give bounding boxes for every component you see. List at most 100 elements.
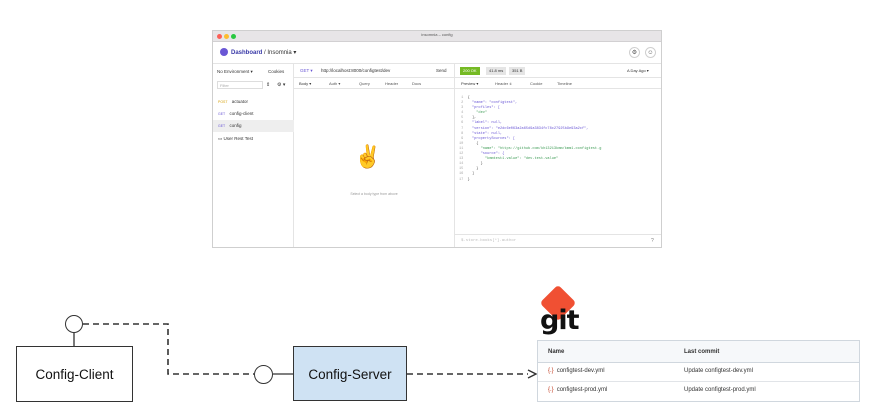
code-line: 12 "source": { (459, 152, 601, 157)
request-tabs: Body ▾ Auth ▾ Query Header Docs (294, 78, 454, 89)
column-header-name: Name (548, 349, 565, 355)
breadcrumb[interactable]: Dashboard / Insomnia ▾ (231, 49, 296, 56)
folder-item[interactable]: ▭ User Rest Test (213, 133, 294, 145)
code-line: 14 } (459, 162, 601, 167)
line-number: 11 (459, 146, 468, 151)
line-number: 13 (459, 157, 468, 162)
commit-message-link[interactable]: Update configtest-dev.yml (684, 368, 753, 374)
maximize-window-button[interactable] (231, 34, 236, 39)
app-header: Dashboard / Insomnia ▾ ⚙ ☺ (213, 42, 661, 64)
cookies-button[interactable]: Cookies (268, 69, 285, 74)
user-icon[interactable]: ☺ (645, 47, 656, 58)
commit-message-link[interactable]: Update configtest-prod.yml (684, 387, 756, 393)
client-required-interface (65, 315, 83, 333)
response-pane: 200 OK 41.8 ms 351 B A Day Ago ▾ Preview… (455, 64, 661, 247)
code-line: 7 "version": "e2dc6e063a2a65d9a3834fc78c… (459, 127, 601, 132)
history-dropdown[interactable]: A Day Ago ▾ (627, 68, 649, 73)
line-number: 12 (459, 152, 468, 157)
column-header-commit: Last commit (684, 349, 720, 355)
code-text: "version": "e2dc6e063a2a65d9a3834fc78c27… (467, 126, 589, 131)
code-line: 11 "name": "https://github.com/kh13213km… (459, 147, 601, 152)
tab-query[interactable]: Query (359, 81, 370, 86)
line-number: 6 (459, 121, 468, 126)
tab-auth[interactable]: Auth ▾ (329, 81, 341, 86)
code-text: ], (467, 116, 477, 121)
code-line: 16 ] (459, 172, 601, 177)
tab-body[interactable]: Body ▾ (299, 81, 312, 86)
url-input[interactable]: http://localhost:8000/configtest/dev (321, 68, 391, 73)
peace-hand-icon: ✌ (354, 144, 382, 169)
line-number: 17 (459, 177, 468, 182)
git-logo-text: git (540, 305, 579, 336)
code-text: } (467, 167, 479, 172)
client-to-server-dashed-line (83, 323, 254, 375)
request-item-config[interactable]: GET config (213, 120, 294, 132)
file-code-icon: {.} (548, 368, 554, 374)
line-number: 10 (459, 141, 468, 146)
response-tabs: Preview ▾ Header ⑥ Cookie Timeline (455, 78, 661, 89)
response-body: 1 { 2 "name": "configtest", 3 "profiles"… (459, 96, 601, 183)
sort-icon[interactable]: ⇕ (266, 82, 271, 88)
help-icon[interactable]: ? (651, 238, 654, 244)
code-text: "propertySources": [ (467, 136, 516, 141)
line-number: 1 (459, 96, 468, 100)
dashboard-link[interactable]: Dashboard (231, 50, 263, 56)
status-badge: 200 OK (460, 67, 480, 75)
method-badge: POST (218, 100, 228, 104)
environment-label: No Environment (217, 69, 250, 74)
method-select[interactable]: GET ▾ (300, 68, 313, 73)
chevron-down-icon[interactable]: ▾ (293, 50, 297, 56)
code-text: "name": "configtest", (467, 101, 518, 106)
code-line: 3 "profiles": [ (459, 106, 601, 111)
file-link[interactable]: {.}configtest-prod.yml (548, 387, 608, 393)
code-line: 10 { (459, 142, 601, 147)
code-line: 13 "kmmtest1.value": "dev-test-value" (459, 157, 601, 162)
code-text: "name": "https://github.com/kh13213kmm/k… (467, 146, 602, 151)
send-button[interactable]: Send (436, 68, 447, 73)
code-line: 9 "propertySources": [ (459, 137, 601, 142)
line-number: 16 (459, 172, 468, 177)
gear-icon[interactable]: ⚙ (629, 47, 640, 58)
code-line: 6 "label": null, (459, 121, 601, 126)
breadcrumb-separator: / (264, 50, 266, 56)
file-link[interactable]: {.}configtest-dev.yml (548, 368, 605, 374)
request-item-config-client[interactable]: GET config-client (213, 108, 294, 120)
tab-response-header[interactable]: Header ⑥ (495, 81, 512, 86)
request-item-actuator[interactable]: POST actuator (213, 96, 294, 108)
tab-header[interactable]: Header (385, 81, 399, 86)
minimize-window-button[interactable] (224, 34, 229, 39)
close-window-button[interactable] (217, 34, 222, 39)
code-text: } (467, 177, 470, 182)
workspace-name[interactable]: Insomnia (267, 50, 292, 56)
line-number: 9 (459, 136, 468, 141)
insomnia-window: insomnia – config Dashboard / Insomnia ▾… (212, 30, 662, 248)
method-badge: GET (218, 112, 226, 116)
sidebar: No Environment ▾ Cookies Filter ⇕ ⚙ ▾ PO… (213, 64, 294, 247)
config-client-box: Config-Client (16, 346, 133, 402)
line-number: 8 (459, 131, 468, 136)
window-title: insomnia – config (421, 32, 453, 37)
add-menu-icon[interactable]: ⚙ ▾ (277, 82, 286, 88)
tab-preview[interactable]: Preview ▾ (461, 81, 479, 86)
response-filter-input[interactable]: $.store.books[*].author (461, 239, 517, 243)
code-line: 8 "state": null, (459, 132, 601, 137)
code-text: "kmmtest1.value": "dev-test-value" (467, 157, 559, 162)
url-bar: GET ▾ http://localhost:8000/configtest/d… (294, 64, 454, 78)
empty-body-hint: Select a body type from above (350, 192, 398, 196)
code-text: "source": { (467, 152, 505, 157)
filter-input[interactable]: Filter (217, 81, 263, 89)
table-row: {.}configtest-dev.yml Update configtest-… (538, 363, 859, 382)
insomnia-logo-icon (220, 48, 228, 56)
table-row: {.}configtest-prod.yml Update configtest… (538, 382, 859, 401)
environment-select[interactable]: No Environment ▾ (217, 69, 253, 74)
tab-cookie[interactable]: Cookie (530, 81, 543, 86)
response-filter-bar: $.store.books[*].author ? (455, 234, 661, 247)
code-line: 15 } (459, 167, 601, 172)
line-number: 3 (459, 106, 468, 111)
folder-name: User Rest Test (223, 136, 253, 141)
code-line: 4 "dev" (459, 111, 601, 116)
git-file-table: Name Last commit {.}configtest-dev.yml U… (537, 340, 860, 402)
tab-timeline[interactable]: Timeline (557, 81, 572, 86)
tab-docs[interactable]: Docs (412, 81, 422, 86)
config-server-box: Config-Server (293, 346, 407, 401)
